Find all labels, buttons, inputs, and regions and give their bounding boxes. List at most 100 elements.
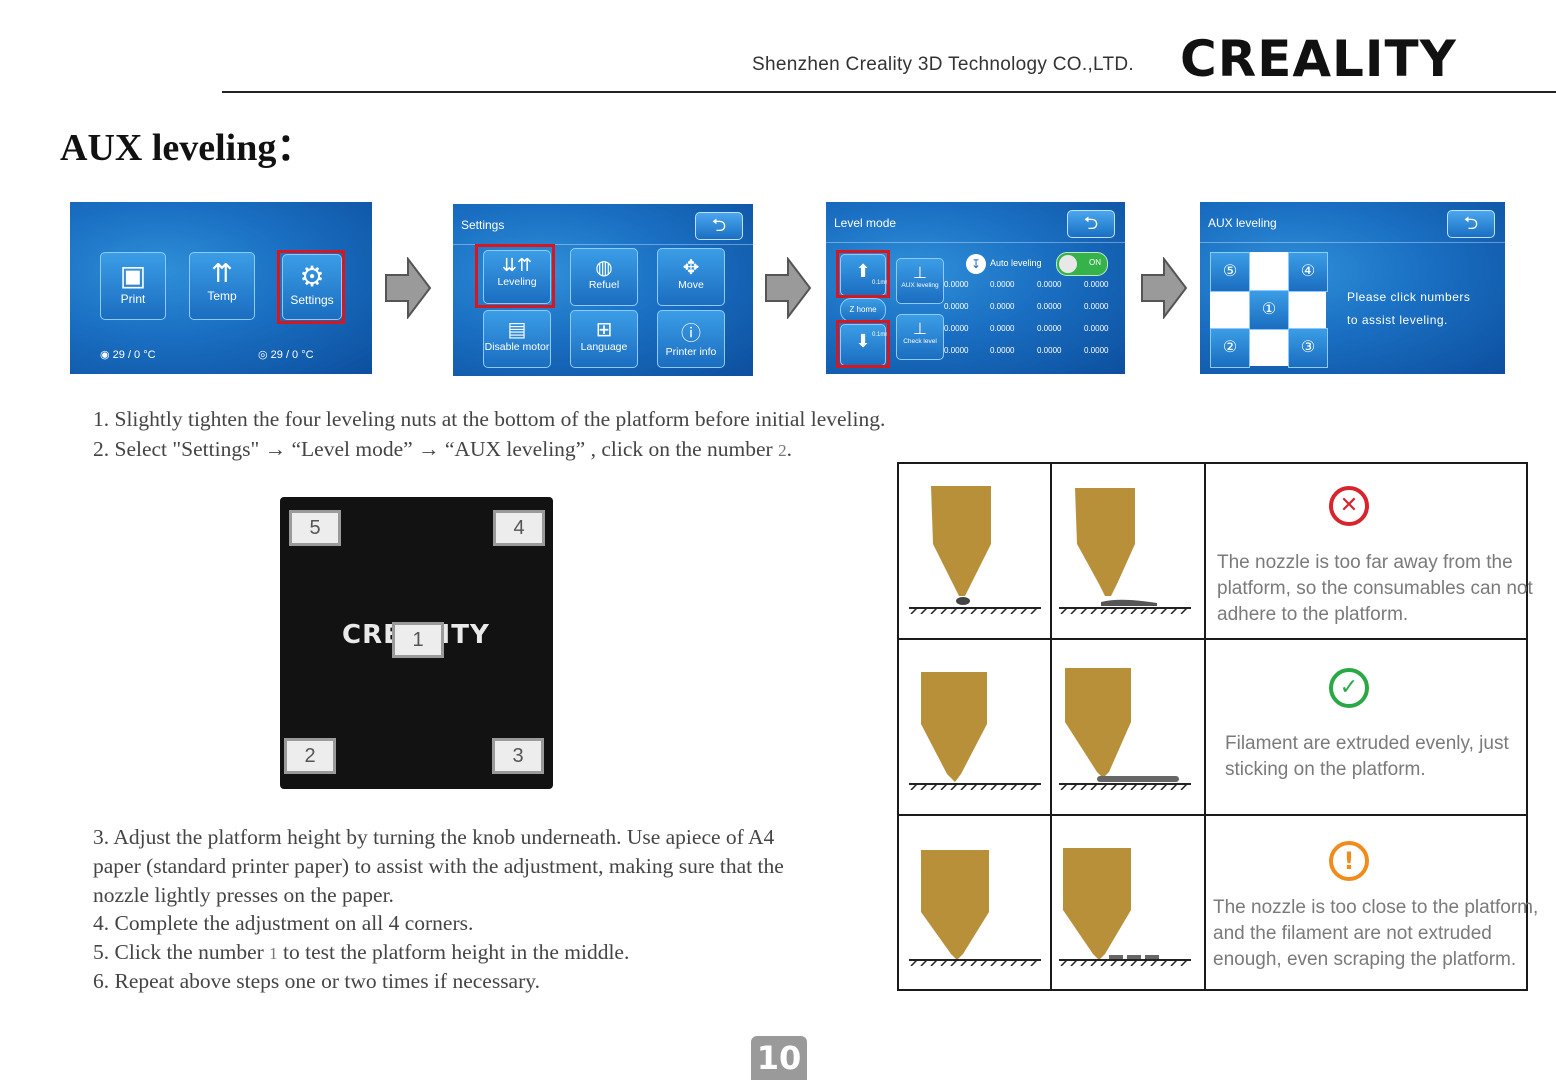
- step-5-pre: 5. Click the number: [93, 940, 264, 964]
- table-divider: [1050, 464, 1052, 989]
- step-5-number: 1: [269, 944, 278, 963]
- settings-tile[interactable]: ⚙ Settings: [282, 254, 342, 320]
- level-value-cell: 0.0000: [1037, 302, 1062, 311]
- highlight-box: [475, 244, 555, 308]
- language-tile[interactable]: ⊞ Language: [570, 310, 638, 368]
- arrow-down-icon: ⬇: [855, 331, 871, 352]
- level-value-cell: 0.0000: [944, 302, 969, 311]
- point-1-button[interactable]: ①: [1249, 290, 1289, 330]
- point-5-button[interactable]: ⑤: [1210, 252, 1250, 292]
- correct-line1: Filament are extruded evenly, just: [1225, 733, 1509, 754]
- step-3-line3: nozzle lightly presses on the paper.: [93, 883, 394, 907]
- z-home-label: Z home: [849, 305, 877, 314]
- too-far-line3: adhere to the platform.: [1217, 604, 1409, 625]
- print-tile[interactable]: ▣ Print: [100, 252, 166, 320]
- language-label: Language: [580, 341, 628, 353]
- leveling-value-grid: 0.0000 0.0000 0.0000 0.0000 0.0000 0.0000 0.00…: [944, 280, 1120, 370]
- nozzle-icon: ◉: [100, 349, 113, 361]
- refuel-tile[interactable]: ◍ Refuel: [570, 248, 638, 306]
- level-mode-screen: Level mode ⮌ ⬆ 0.1mm Z home ⬇ 0.1mm ⊥ AU…: [826, 202, 1125, 374]
- printer-info-tile[interactable]: ⓘ Printer info: [657, 310, 725, 368]
- bed-point-4: 4: [493, 510, 545, 546]
- step-5-post: to test the platform height in the middl…: [283, 940, 630, 964]
- aux-leveling-screen: AUX leveling ⮌ ⑤ ④ ① ② ③ Please click nu…: [1200, 202, 1505, 374]
- highlight-box: [836, 250, 890, 298]
- disable-motor-tile[interactable]: ▤ Disable motor: [483, 310, 551, 368]
- level-value-cell: 0.0000: [1037, 324, 1062, 333]
- brand-logo: CREALITY: [1180, 30, 1457, 88]
- z-up-button[interactable]: ⬆: [840, 254, 886, 296]
- temp-label: Temp: [207, 289, 237, 303]
- leveling-tile[interactable]: ⇊⇈ Leveling: [483, 250, 551, 304]
- z-down-button[interactable]: ⬇: [840, 324, 886, 366]
- highlight-box: [277, 250, 345, 324]
- point-3-button[interactable]: ③: [1288, 328, 1328, 368]
- level-value-cell: 0.0000: [1084, 346, 1109, 355]
- step-2-main: 2. Select "Settings" → “Level mode” → “A…: [93, 437, 773, 461]
- nozzle-temp-value: 29 / 0 °C: [112, 349, 156, 361]
- point-2-button[interactable]: ②: [1210, 328, 1250, 368]
- step-2-text: 2. Select "Settings" → “Level mode” → “A…: [93, 435, 792, 465]
- temp-tile[interactable]: ⇈ Temp: [189, 252, 255, 320]
- level-value-cell: 0.0000: [944, 346, 969, 355]
- move-icon: ✥: [682, 255, 700, 279]
- print-label: Print: [120, 292, 146, 306]
- back-button[interactable]: ⮌: [1447, 210, 1495, 238]
- bed-point-2: 2: [284, 738, 336, 774]
- z-home-button[interactable]: Z home: [840, 298, 886, 322]
- bed-icon: ◎: [258, 349, 271, 361]
- nozzle-height-table: ✕ ✓ ! The nozzle is too far away from th…: [897, 462, 1538, 991]
- page-title: AUX leveling：: [60, 127, 315, 169]
- level-value-cell: 0.0000: [990, 302, 1015, 311]
- auto-leveling-toggle[interactable]: ON: [1056, 252, 1108, 276]
- aux-leveling-button[interactable]: ⊥ AUX leveling: [896, 258, 944, 304]
- arrow-right-icon: [1141, 257, 1188, 319]
- refuel-label: Refuel: [588, 279, 620, 291]
- nozzle-bed-icon: ⊥: [913, 263, 927, 282]
- too-far-line2: platform, so the consumables can not: [1217, 578, 1533, 599]
- level-value-cell: 0.0000: [990, 324, 1015, 333]
- leveling-label: Leveling: [497, 276, 537, 288]
- settings-label: Settings: [290, 293, 334, 307]
- aux-point-board: ⑤ ④ ① ② ③: [1210, 252, 1328, 368]
- too-close-line1: The nozzle is too close to the platform,: [1213, 897, 1539, 918]
- warning-exclamation-icon: !: [1329, 841, 1369, 881]
- too-close-line2: and the filament are not extruded: [1213, 923, 1492, 944]
- check-level-button[interactable]: ⊥ Check level: [896, 314, 944, 360]
- aux-message-line2: to assist leveling.: [1347, 313, 1448, 327]
- screen-divider: [1200, 242, 1505, 243]
- auto-leveling-label: Auto leveling: [990, 258, 1042, 268]
- level-value-cell: 0.0000: [1084, 324, 1109, 333]
- toggle-state-label: ON: [1089, 258, 1101, 267]
- check-level-label: Check level: [903, 338, 937, 345]
- heater-icon: ⇈: [211, 259, 233, 289]
- print-bed-diagram: CREALITY 5 4 1 2 3: [280, 497, 553, 789]
- step-down-label: 0.1mm: [872, 332, 891, 338]
- nozzle-too-far-extrusion-illustration: [1059, 488, 1191, 614]
- settings-screen-title: Settings: [461, 218, 505, 232]
- point-2-label: ②: [1222, 339, 1238, 356]
- level-value-cell: 0.0000: [944, 324, 969, 333]
- nozzle-too-close-extrusion-illustration: [1059, 848, 1191, 966]
- back-button[interactable]: ⮌: [1067, 210, 1115, 238]
- step-4-text: 4. Complete the adjustment on all 4 corn…: [93, 911, 474, 935]
- screen-divider: [453, 244, 753, 245]
- page-number: 10: [751, 1036, 807, 1080]
- aux-leveling-button-label: AUX leveling: [901, 282, 939, 289]
- point-4-button[interactable]: ④: [1288, 252, 1328, 292]
- toggle-knob: [1059, 255, 1077, 273]
- step-3-line2: paper (standard printer paper) to assist…: [93, 854, 784, 878]
- info-icon: ⓘ: [681, 321, 701, 345]
- point-1-label: ①: [1261, 301, 1277, 318]
- back-button[interactable]: ⮌: [695, 212, 743, 240]
- settings-screen: Settings ⮌ ⇊⇈ Leveling ◍ Refuel ✥ Move ▤…: [453, 204, 753, 376]
- step-6-text: 6. Repeat above steps one or two times i…: [93, 969, 540, 993]
- move-tile[interactable]: ✥ Move: [657, 248, 725, 306]
- aux-leveling-title: AUX leveling: [1208, 216, 1277, 230]
- point-3-label: ③: [1300, 339, 1316, 356]
- aux-message-line1: Please click numbers: [1347, 290, 1471, 304]
- step-3-line1: 3. Adjust the platform height by turning…: [93, 825, 775, 849]
- screen-divider: [826, 242, 1125, 243]
- level-value-cell: 0.0000: [990, 280, 1015, 289]
- level-value-cell: 0.0000: [944, 280, 969, 289]
